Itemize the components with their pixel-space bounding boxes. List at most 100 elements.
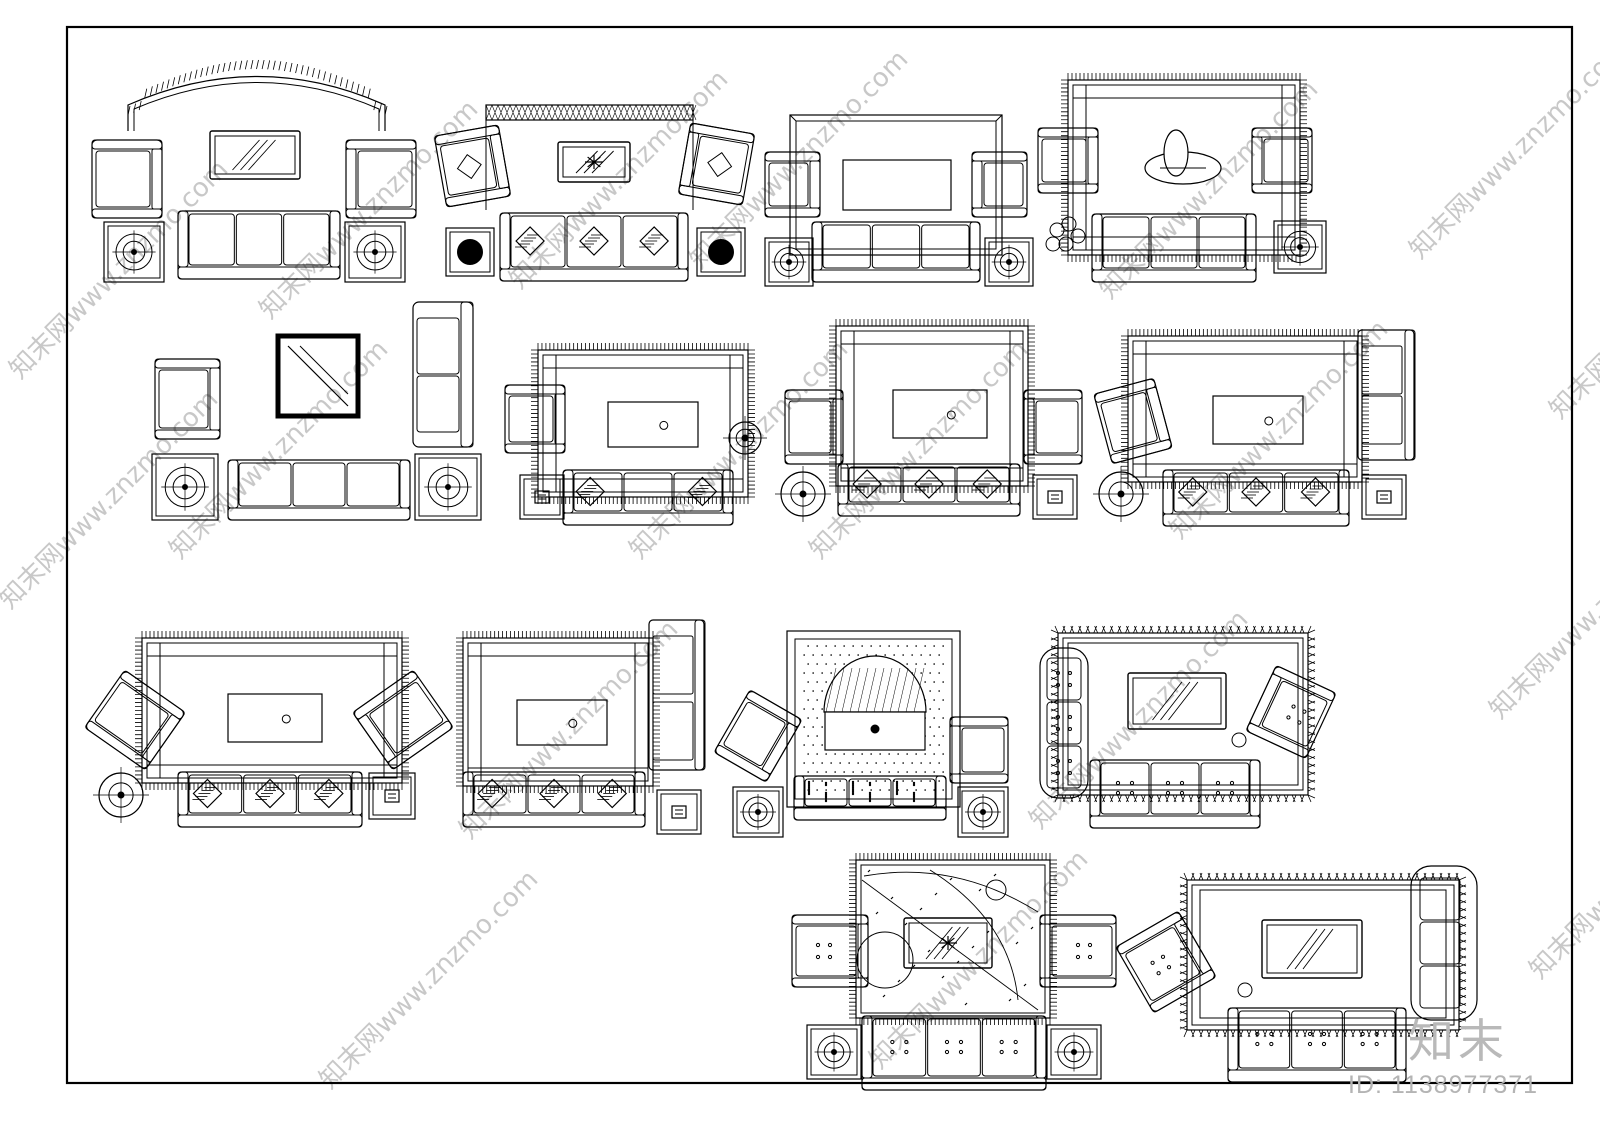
armchair: [353, 670, 453, 770]
coffee-table-glass: [1127, 672, 1227, 730]
coffee-table: [892, 389, 988, 439]
layout-r4-1: [791, 853, 1117, 1091]
sofa: [227, 459, 411, 521]
coffee-table-oval: [1144, 129, 1222, 185]
sofa: [177, 771, 363, 828]
throw-pillow: [1177, 477, 1208, 507]
armchair: [714, 690, 802, 782]
watermark-text: 知末网www.znzmo.com: [454, 614, 685, 845]
armchair: [1093, 378, 1173, 464]
rug: [531, 343, 755, 504]
armchair: [784, 389, 844, 465]
side-table: [1046, 1024, 1102, 1080]
round-side-table: [1093, 466, 1149, 522]
sofa: [177, 210, 341, 280]
coffee-table: [607, 401, 699, 448]
throw-pillow: [1300, 477, 1331, 507]
throw-pillow: [515, 226, 545, 256]
sofa: [499, 212, 689, 282]
armchair: [1116, 911, 1216, 1013]
loveseat: [1357, 329, 1416, 461]
coffee-table-arched: [823, 655, 927, 751]
coffee-table: [227, 693, 323, 743]
sofa: [1162, 469, 1350, 527]
throw-pillow: [539, 778, 569, 809]
watermark-text: 知末网www.znzmo.com: [1164, 314, 1395, 545]
throw-pillow: [575, 476, 606, 507]
throw-pillow: [255, 778, 285, 809]
side-table: [957, 786, 1009, 838]
coffee-table-glass: [557, 141, 631, 183]
throw-pillow: [639, 226, 670, 256]
armchair: [764, 151, 821, 218]
throw-pillow: [1241, 477, 1271, 507]
rug: [1179, 872, 1467, 1038]
sheet-border: [65, 25, 1574, 1085]
layout-r1-1: [91, 59, 417, 283]
layout-r4-2: [1116, 865, 1478, 1083]
armchair: [1246, 665, 1336, 759]
layout-r3-3: [714, 630, 1009, 838]
throw-pillow: [192, 778, 223, 809]
side-table: [103, 221, 165, 283]
coffee-table: [516, 699, 608, 746]
watermark-text: 知末网www.znzmo.com: [1484, 494, 1600, 725]
side-table: [732, 786, 784, 838]
side-table: [656, 789, 702, 835]
round-side-table: [775, 466, 831, 522]
side-table: [806, 1024, 862, 1080]
watermark-text: 知末网www.znzmo.com: [1404, 34, 1600, 265]
side-table: [1361, 474, 1407, 520]
side-table: [445, 227, 495, 277]
rug: [1061, 73, 1307, 262]
armchair: [85, 670, 185, 770]
layout-r2-4: [1093, 329, 1416, 527]
sofa: [811, 221, 981, 283]
layout-r1-3: [764, 114, 1034, 287]
coffee-table-glass: [903, 917, 993, 969]
plant: [1045, 216, 1086, 252]
side-table: [519, 474, 565, 520]
id-watermark: ID: 1138977371: [1348, 1071, 1539, 1099]
layout-r2-1: [151, 301, 482, 521]
layout-r3-2: [456, 619, 706, 835]
throw-pillow: [597, 778, 628, 809]
side-table: [764, 237, 814, 287]
side-table: [696, 227, 746, 277]
loveseat-tufted: [1410, 865, 1478, 1021]
armchair: [1023, 389, 1083, 465]
armchair: [154, 358, 221, 440]
layout-r2-2: [504, 343, 767, 526]
rug: [1050, 625, 1316, 803]
sofa: [837, 463, 1021, 517]
throw-pillow: [477, 778, 507, 809]
coffee-table: [1212, 395, 1304, 445]
armchair: [504, 384, 566, 454]
layout-r3-1: [85, 631, 453, 828]
layout-r1-4: [1037, 73, 1327, 283]
armchair: [949, 716, 1009, 784]
side-table: [151, 453, 219, 521]
watermark-text: 知末网www.znzmo.com: [1524, 754, 1600, 985]
side-table: [1032, 474, 1078, 520]
side-table: [368, 772, 416, 820]
armchair: [1037, 127, 1099, 194]
side-table: [344, 221, 406, 283]
throw-pillow: [579, 226, 609, 256]
side-table: [984, 237, 1034, 287]
throw-pillow: [687, 476, 718, 507]
rug: [849, 853, 1057, 1025]
throw-pillow: [313, 778, 344, 809]
rug: [135, 631, 409, 790]
watermark-pattern: 知末网www.znzmo.com知末网www.znzmo.com知末网www.z…: [0, 34, 1600, 1095]
coffee-table-glass: [1261, 919, 1363, 979]
armchair: [971, 151, 1028, 218]
coffee-table-square: [275, 333, 361, 419]
side-table: [1273, 220, 1327, 274]
side-table: [414, 453, 482, 521]
armchair: [434, 124, 511, 208]
throw-pillow: [972, 469, 1003, 499]
round-side-table: [93, 767, 149, 823]
loveseat: [648, 619, 706, 771]
